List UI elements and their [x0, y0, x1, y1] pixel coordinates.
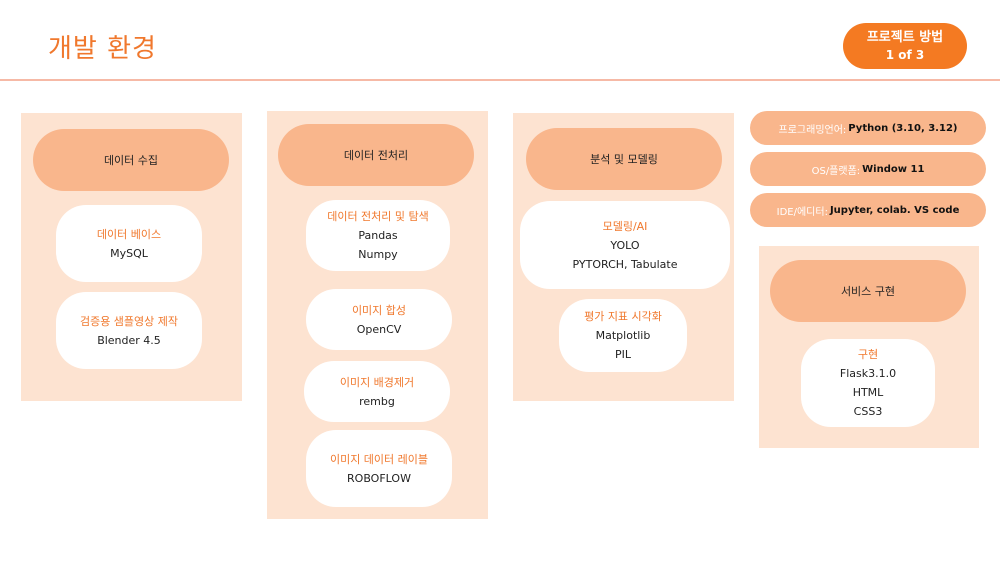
tool-card-image-synthesis: 이미지 합성 OpenCV [306, 289, 452, 350]
info-programming-language: 프로그래밍언어: Python (3.10, 3.12) [750, 111, 986, 145]
card-item: Numpy [358, 248, 398, 261]
panel-header-modeling: 분석 및 모델링 [526, 128, 722, 190]
tool-card-implementation: 구현 Flask3.1.0 HTML CSS3 [801, 339, 935, 427]
panel-header-data-collection: 데이터 수집 [33, 129, 229, 191]
page-title: 개발 환경 [48, 34, 157, 64]
card-item: PYTORCH, Tabulate [572, 257, 678, 271]
card-item: Blender 4.5 [97, 333, 161, 347]
tool-card-metrics-visualization: 평가 지표 시각화 Matplotlib PIL [559, 299, 687, 372]
card-title: 데이터 베이스 [96, 227, 162, 241]
card-item: Flask3.1.0 [839, 367, 897, 380]
card-item: rembg [359, 394, 395, 408]
tool-card-eda: 데이터 전처리 및 탐색 Pandas Numpy [306, 200, 450, 271]
info-ide-editor: IDE/에디터: Jupyter, colab. VS code [750, 193, 986, 227]
card-title: 이미지 데이터 레이블 [329, 452, 429, 466]
card-title: 모델링/AI [602, 219, 648, 233]
tool-card-labeling: 이미지 데이터 레이블 ROBOFLOW [306, 430, 452, 507]
info-label: 프로그래밍언어: [778, 124, 847, 136]
info-value: Python (3.10, 3.12) [848, 122, 958, 134]
tool-card-sample-video: 검증용 샘플영상 제작 Blender 4.5 [56, 292, 202, 369]
card-item: OpenCV [356, 322, 402, 336]
card-title: 구현 [857, 348, 879, 361]
section-badge: 프로젝트 방법 1 of 3 [843, 23, 967, 69]
info-os-platform: OS/플랫폼: Window 11 [750, 152, 986, 186]
card-item: PIL [614, 348, 631, 361]
card-item: YOLO [610, 238, 640, 252]
info-label: OS/플랫폼: [811, 165, 861, 177]
card-item: HTML [852, 386, 884, 399]
info-value: Window 11 [862, 163, 925, 175]
badge-label: 프로젝트 방법 [866, 30, 944, 45]
card-title: 평가 지표 시각화 [584, 310, 662, 323]
info-label: IDE/에디터: [776, 206, 828, 218]
card-title: 이미지 배경제거 [339, 375, 415, 389]
badge-page-indicator: 1 of 3 [885, 48, 925, 62]
card-title: 데이터 전처리 및 탐색 [327, 210, 429, 223]
card-item: ROBOFLOW [347, 471, 411, 485]
card-item: Pandas [358, 229, 398, 242]
panel-header-service-implementation: 서비스 구현 [770, 260, 966, 322]
tool-card-database: 데이터 베이스 MySQL [56, 205, 202, 282]
tool-card-ai-modeling: 모델링/AI YOLO PYTORCH, Tabulate [520, 201, 730, 289]
card-title: 이미지 합성 [351, 303, 407, 317]
card-title: 검증용 샘플영상 제작 [79, 314, 179, 328]
card-item: Matplotlib [595, 329, 651, 342]
card-item: MySQL [110, 246, 148, 260]
header-divider [0, 79, 1000, 81]
panel-header-preprocessing: 데이터 전처리 [278, 124, 474, 186]
tool-card-background-removal: 이미지 배경제거 rembg [304, 361, 450, 422]
info-value: Jupyter, colab. VS code [829, 204, 960, 216]
card-item: CSS3 [853, 405, 883, 418]
